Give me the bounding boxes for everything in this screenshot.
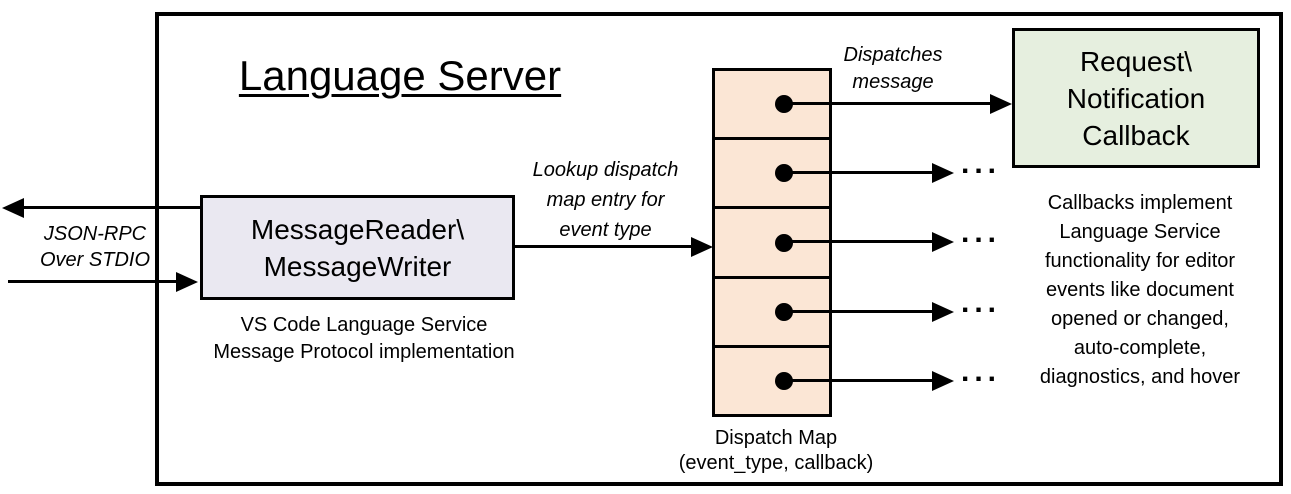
message-box-label-line1: MessageReader\: [250, 213, 465, 245]
lookup-label-line2: map entry for: [546, 189, 665, 211]
json-rpc-label: JSON-RPC Over STDIO: [20, 221, 170, 273]
dispatches-label-line1: Dispatches: [843, 44, 943, 66]
arrow-row3-line: [786, 240, 932, 243]
arrow-stdio-in-line: [8, 280, 176, 283]
arrow-lookup-head-icon: [691, 237, 713, 257]
message-box-label-line2: MessageWriter: [263, 250, 452, 282]
callbacks-note: Callbacks implement Language Service fun…: [1006, 189, 1274, 392]
message-box-caption-line1: VS Code Language Service: [240, 314, 488, 336]
connector-dot-icon: [775, 164, 793, 183]
callback-box-label-line3: Callback: [1082, 119, 1190, 151]
diagram-title: Language Server: [238, 52, 562, 99]
connector-dot-icon: [775, 233, 793, 252]
lookup-dispatch-label: Lookup dispatch map entry for event type: [498, 155, 713, 245]
ellipsis-row-5: ...: [960, 355, 1001, 388]
callbacks-note-line4: events like document: [1046, 279, 1234, 301]
arrow-row5-head-icon: [932, 371, 954, 391]
dispatch-map-row-4: [715, 279, 829, 348]
ellipsis-row-2: ...: [960, 147, 1001, 180]
arrow-row1-line: [786, 102, 990, 105]
arrow-row5-line: [786, 379, 932, 382]
dispatch-map-row-1: [715, 71, 829, 141]
arrow-row4-line: [786, 310, 932, 313]
arrow-row2-line: [786, 171, 932, 174]
message-box-caption: VS Code Language Service Message Protoco…: [194, 312, 534, 366]
language-server-outer-box: [155, 12, 1283, 486]
arrow-stdio-in-head-icon: [176, 272, 198, 292]
callbacks-note-line6: auto-complete,: [1073, 337, 1207, 359]
ellipsis-row-4: ...: [960, 286, 1001, 319]
ellipsis-row-3: ...: [960, 216, 1001, 249]
arrow-stdio-out-line: [22, 206, 200, 209]
arrow-row4-head-icon: [932, 302, 954, 322]
arrow-lookup-line: [515, 245, 691, 248]
dispatch-map-caption: Dispatch Map (event_type, callback): [646, 426, 906, 476]
arrow-row3-head-icon: [932, 232, 954, 252]
arrow-row1-head-icon: [990, 94, 1012, 114]
arrow-row2-head-icon: [932, 163, 954, 183]
callbacks-note-line1: Callbacks implement: [1047, 192, 1233, 214]
dispatch-map-row-2: [715, 140, 829, 210]
message-box-caption-line2: Message Protocol implementation: [213, 341, 515, 363]
dispatch-map-caption-line2: (event_type, callback): [678, 452, 874, 474]
json-rpc-label-line1: JSON-RPC: [43, 223, 147, 245]
connector-dot-icon: [775, 371, 793, 390]
dispatch-map-row-5: [715, 348, 829, 414]
callbacks-note-line2: Language Service: [1059, 221, 1221, 243]
lookup-label-line1: Lookup dispatch: [532, 159, 679, 181]
connector-dot-icon: [775, 95, 793, 114]
dispatch-map-row-3: [715, 209, 829, 279]
request-notification-callback-box: Request\ Notification Callback: [1012, 28, 1260, 168]
message-reader-writer-box: MessageReader\ MessageWriter: [200, 195, 515, 300]
dispatches-message-label: Dispatches message: [813, 42, 973, 96]
callback-box-label-line1: Request\: [1079, 45, 1193, 77]
dispatch-map-caption-line1: Dispatch Map: [714, 427, 838, 449]
callback-box-label-line2: Notification: [1066, 82, 1206, 114]
dispatches-label-line2: message: [852, 71, 934, 93]
connector-dot-icon: [775, 302, 793, 321]
callbacks-note-line5: opened or changed,: [1051, 308, 1229, 330]
callbacks-note-line3: functionality for editor: [1044, 250, 1236, 272]
arrow-stdio-out-head-icon: [2, 198, 24, 218]
lookup-label-line3: event type: [559, 219, 652, 241]
json-rpc-label-line2: Over STDIO: [39, 249, 150, 271]
callbacks-note-line7: diagnostics, and hover: [1039, 366, 1241, 388]
